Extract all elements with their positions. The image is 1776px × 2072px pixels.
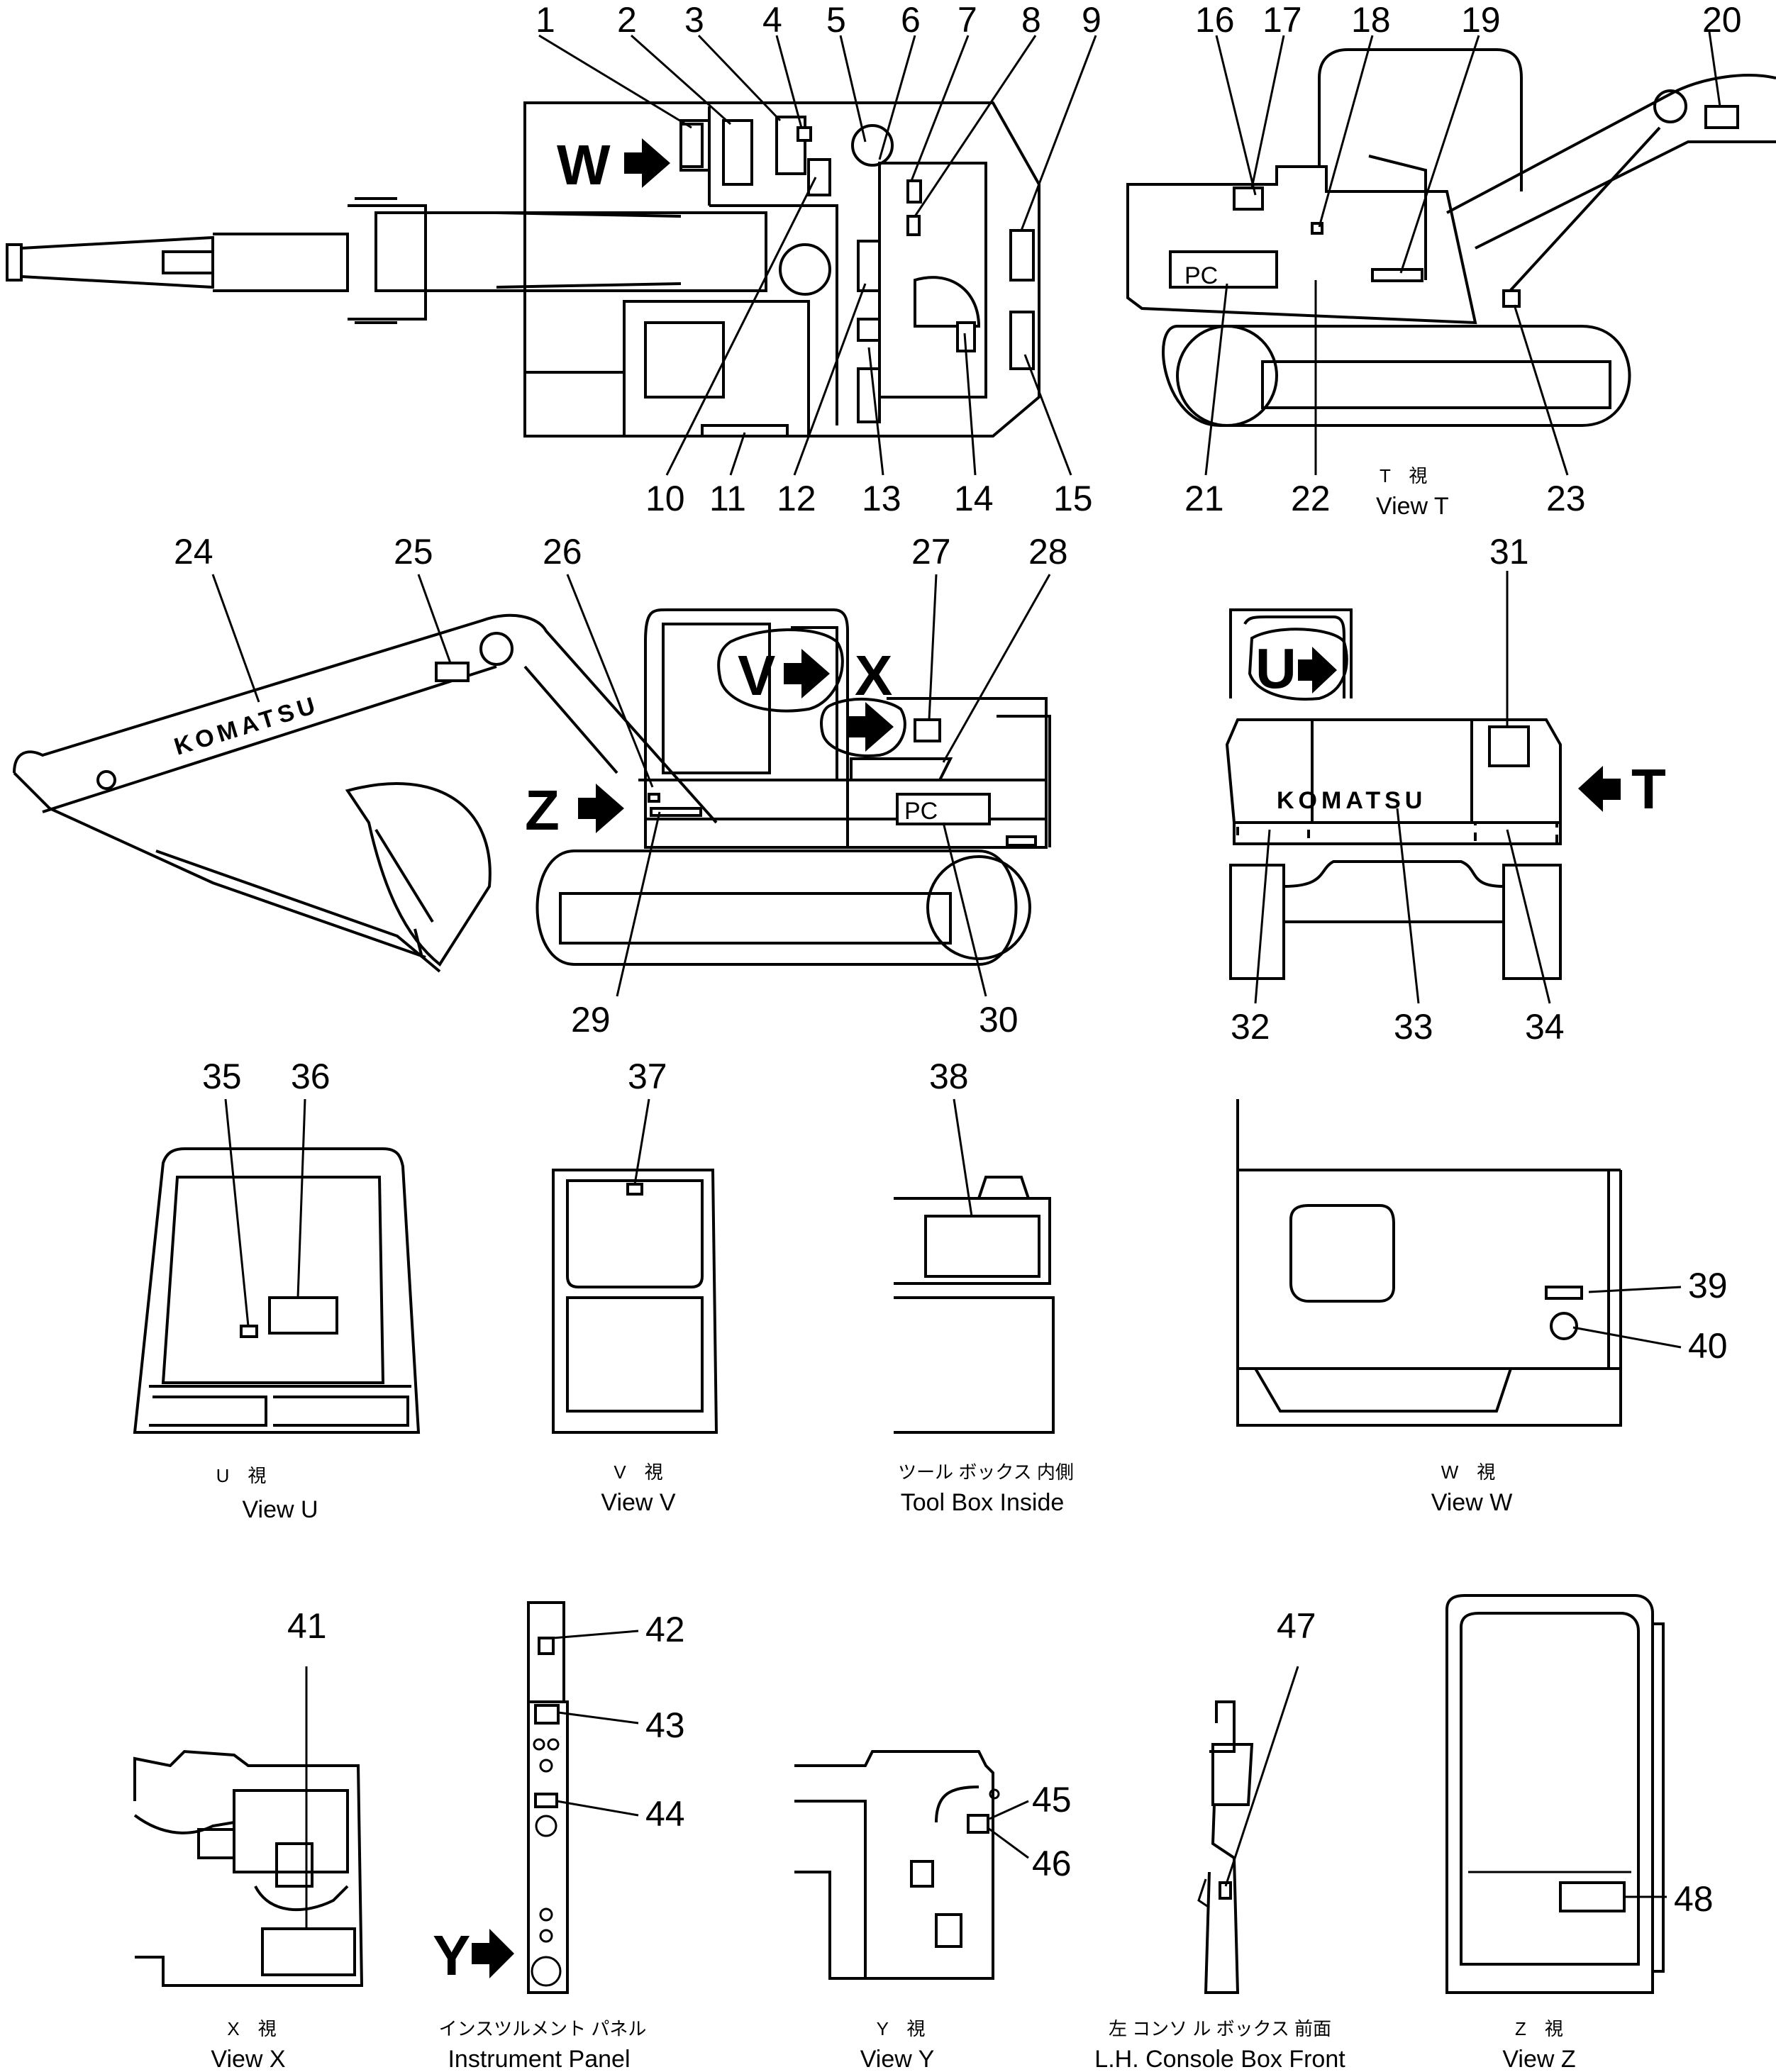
console-drawing [1197, 1666, 1299, 1994]
view-w-caption-jp: W 視 [1441, 1461, 1496, 1483]
view-z-arrow-label: Z [525, 779, 560, 842]
view-u-caption-jp: U 視 [216, 1465, 267, 1486]
callout-1: 1 [535, 0, 555, 40]
callout-36: 36 [291, 1057, 331, 1096]
callout-46: 46 [1032, 1844, 1072, 1883]
side-view-drawing: PC KOMATSU [13, 574, 1051, 997]
callout-26: 26 [543, 532, 582, 572]
callout-2: 2 [617, 0, 637, 40]
console-caption-jp: 左 コンソ ル ボックス 前面 [1109, 2018, 1331, 2039]
callout-39: 39 [1688, 1266, 1728, 1305]
callout-27: 27 [911, 532, 951, 572]
view-t-drawing: PC [1126, 31, 1776, 476]
side-view-komatsu: KOMATSU [171, 691, 322, 761]
view-x-caption-en: View X [211, 2046, 285, 2072]
callout-15: 15 [1053, 479, 1093, 518]
top-view-leaders [538, 34, 1097, 476]
view-x-drawing [133, 1666, 364, 1987]
panel-caption-en: Instrument Panel [448, 2046, 630, 2072]
callout-16: 16 [1195, 0, 1235, 40]
view-z-caption-jp: Z 視 [1515, 2018, 1563, 2039]
toolbox-drawing [894, 1098, 1055, 1434]
callout-23: 23 [1546, 479, 1586, 518]
view-captions: T 視 View T U 視 View U V 視 View V ツール ボック… [211, 465, 1575, 2072]
view-t-caption-en: View T [1376, 493, 1449, 520]
view-u-drawing [133, 1098, 421, 1434]
view-y-arrow-label: Y [433, 1924, 470, 1987]
rear-view-komatsu: KOMATSU [1277, 787, 1426, 814]
callout-48: 48 [1674, 1879, 1714, 1919]
callout-43: 43 [645, 1705, 685, 1745]
callout-6: 6 [901, 0, 921, 40]
callout-numbers: 1 2 3 4 5 6 7 8 9 10 11 12 13 14 15 16 1… [174, 0, 1742, 1919]
callout-8: 8 [1021, 0, 1041, 40]
callout-9: 9 [1082, 0, 1101, 40]
view-x-caption-jp: X 視 [227, 2018, 276, 2039]
callout-12: 12 [777, 479, 816, 518]
view-w-drawing [1236, 1099, 1682, 1427]
callout-44: 44 [645, 1794, 685, 1834]
callout-17: 17 [1262, 0, 1302, 40]
view-v-caption-jp: V 視 [614, 1461, 662, 1483]
callout-4: 4 [762, 0, 782, 40]
callout-24: 24 [174, 532, 213, 572]
console-caption-en: L.H. Console Box Front [1094, 2046, 1345, 2072]
view-v-arrow-label: V [738, 644, 775, 707]
side-view-pc-plate: PC [904, 798, 938, 825]
callout-25: 25 [394, 532, 433, 572]
callout-28: 28 [1028, 532, 1068, 572]
callout-11: 11 [709, 479, 746, 518]
top-view-decals [679, 116, 1035, 423]
callout-3: 3 [684, 0, 704, 40]
view-y-caption-jp: Y 視 [877, 2018, 926, 2039]
callout-38: 38 [929, 1057, 969, 1096]
view-v-drawing [552, 1098, 718, 1434]
view-z-caption-en: View Z [1502, 2046, 1575, 2072]
callout-19: 19 [1461, 0, 1501, 40]
callout-30: 30 [979, 1000, 1019, 1040]
callout-37: 37 [628, 1057, 667, 1096]
view-y-drawing [794, 1750, 1029, 1980]
callout-45: 45 [1032, 1780, 1072, 1820]
callout-5: 5 [826, 0, 846, 40]
callout-20: 20 [1702, 0, 1742, 40]
callout-42: 42 [645, 1610, 685, 1649]
view-t-caption-jp: T 視 [1380, 465, 1427, 486]
instrument-panel-drawing: Y [433, 1601, 639, 1994]
callout-18: 18 [1351, 0, 1391, 40]
callout-33: 33 [1394, 1007, 1433, 1047]
view-w-caption-en: View W [1431, 1489, 1513, 1516]
view-w-arrow: W [557, 133, 670, 196]
panel-caption-jp: インスツルメント パネル [439, 2018, 647, 2039]
toolbox-caption-jp: ツール ボックス 内側 [898, 1461, 1074, 1483]
callout-35: 35 [202, 1057, 242, 1096]
callout-40: 40 [1688, 1326, 1728, 1366]
view-z-drawing [1445, 1594, 1667, 1994]
view-w-arrow-label: W [557, 133, 611, 196]
view-t-pc-plate: PC [1184, 262, 1218, 289]
view-x-arrow-label: X [855, 644, 892, 707]
callout-31: 31 [1489, 532, 1529, 572]
callout-10: 10 [645, 479, 685, 518]
callout-13: 13 [862, 479, 901, 518]
callout-32: 32 [1231, 1007, 1270, 1047]
view-v-caption-en: View V [601, 1489, 676, 1516]
view-u-caption-en: View U [242, 1496, 318, 1523]
toolbox-caption-en: Tool Box Inside [901, 1489, 1065, 1516]
view-u-arrow-label: U [1255, 637, 1297, 700]
top-view-drawing [6, 101, 1040, 438]
view-t-arrow-label: T [1631, 757, 1666, 820]
view-y-caption-en: View Y [860, 2046, 935, 2072]
callout-22: 22 [1291, 479, 1331, 518]
callout-21: 21 [1184, 479, 1224, 518]
callout-7: 7 [958, 0, 977, 40]
rear-view-drawing: KOMATSU U T [1225, 571, 1666, 1004]
callout-29: 29 [571, 1000, 611, 1040]
callout-14: 14 [954, 479, 994, 518]
callout-47: 47 [1277, 1606, 1316, 1646]
side-view-arrows: V X Z [525, 644, 894, 842]
callout-34: 34 [1525, 1007, 1565, 1047]
callout-41: 41 [287, 1606, 327, 1646]
